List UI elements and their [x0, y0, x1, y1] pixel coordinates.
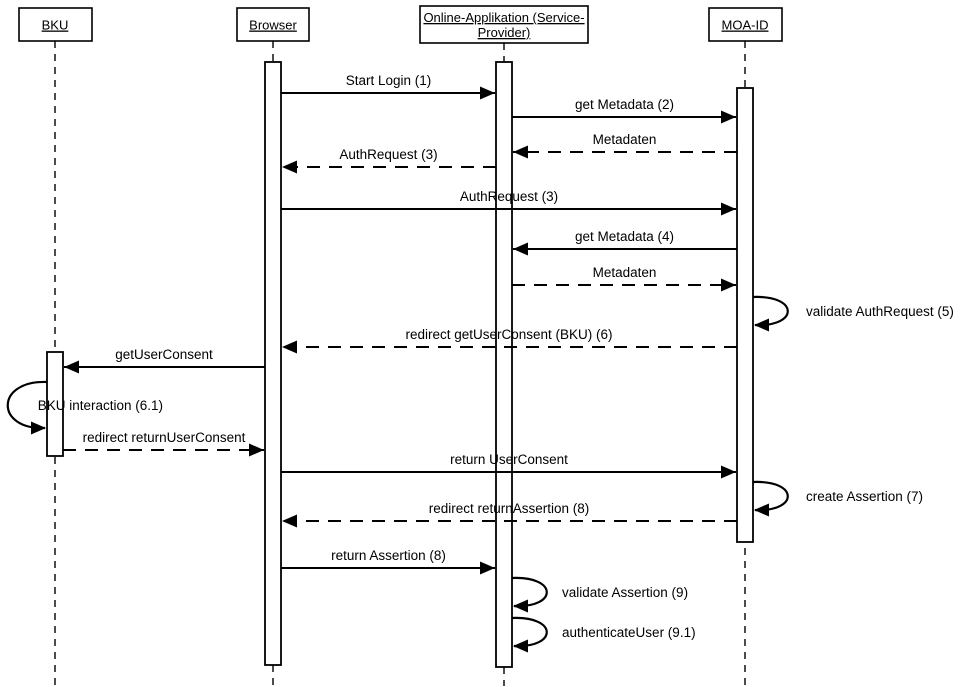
arrowhead-icon [480, 86, 495, 100]
message-m5[interactable]: AuthRequest (3) [281, 189, 736, 216]
lifeline-label-oa: Provider) [478, 25, 531, 40]
message-label: redirect returnAssertion (8) [429, 501, 590, 516]
message-label: AuthRequest (3) [339, 147, 437, 162]
activation-bar-oa[interactable] [495, 61, 513, 668]
self-message-label: create Assertion (7) [806, 489, 923, 504]
activation-bar-moaid[interactable] [736, 87, 754, 543]
message-label: redirect returnUserConsent [83, 430, 246, 445]
arrowhead-icon [513, 639, 528, 653]
message-m13[interactable]: return Assertion (8) [281, 548, 495, 575]
self-message-s5[interactable]: authenticateUser (9.1) [511, 616, 696, 653]
message-label: Metadaten [593, 265, 657, 280]
arrowhead-icon [249, 443, 264, 457]
message-m9[interactable]: getUserConsent [64, 347, 265, 374]
lifeline-header-moaid[interactable]: MOA-ID [708, 7, 783, 42]
self-message-loop [752, 480, 789, 512]
activation-bar-bku[interactable] [46, 351, 64, 457]
arrowhead-icon [721, 202, 736, 216]
message-m7[interactable]: Metadaten [512, 265, 736, 292]
lifeline-label-bku: BKU [42, 18, 69, 33]
message-label: return Assertion (8) [331, 548, 446, 563]
message-label: Start Login (1) [346, 73, 432, 88]
message-m12[interactable]: redirect returnAssertion (8) [282, 501, 737, 528]
arrowhead-icon [31, 421, 46, 435]
self-message-s4[interactable]: validate Assertion (9) [511, 576, 688, 613]
lifeline-header-oa[interactable]: Online-Applikation (Service-Provider) [419, 5, 589, 44]
message-m10[interactable]: redirect returnUserConsent [63, 430, 264, 457]
arrowhead-icon [721, 110, 736, 124]
arrowhead-icon [513, 599, 528, 613]
message-label: redirect getUserConsent (BKU) (6) [405, 327, 612, 342]
lifeline-header-bku[interactable]: BKU [18, 7, 93, 42]
arrowhead-icon [754, 318, 769, 332]
arrowhead-icon [64, 360, 79, 374]
lifeline-label-oa: Online-Applikation (Service- [423, 10, 584, 25]
arrowhead-icon [513, 145, 528, 159]
self-message-label: authenticateUser (9.1) [562, 625, 696, 640]
message-m3[interactable]: Metadaten [513, 132, 737, 159]
lifeline-label-moaid: MOA-ID [722, 18, 769, 33]
self-message-label: BKU interaction (6.1) [38, 398, 163, 413]
message-label: Metadaten [593, 132, 657, 147]
arrowhead-icon [754, 503, 769, 517]
arrowhead-icon [721, 278, 736, 292]
arrowhead-icon [721, 465, 736, 479]
message-m8[interactable]: redirect getUserConsent (BKU) (6) [282, 327, 737, 354]
arrowhead-icon [282, 160, 297, 174]
self-message-s1[interactable]: validate AuthRequest (5) [752, 295, 954, 332]
activations-layer [46, 61, 754, 668]
message-label: getUserConsent [115, 347, 213, 362]
self-message-label: validate AuthRequest (5) [806, 304, 954, 319]
self-message-loop [6, 380, 48, 430]
self-message-loop [511, 616, 548, 648]
message-label: get Metadata (2) [575, 97, 674, 112]
messages-layer: Start Login (1) get Metadata (2) Metadaten… [63, 73, 737, 575]
message-label: AuthRequest (3) [460, 189, 558, 204]
self-message-s3[interactable]: create Assertion (7) [752, 480, 923, 517]
self-message-loop [752, 295, 789, 327]
message-m6[interactable]: get Metadata (4) [513, 229, 737, 256]
self-message-s2[interactable]: BKU interaction (6.1) [6, 380, 163, 435]
arrowhead-icon [513, 242, 528, 256]
self-message-label: validate Assertion (9) [562, 585, 688, 600]
message-m11[interactable]: return UserConsent [281, 452, 736, 479]
message-label: return UserConsent [450, 452, 568, 467]
arrowhead-icon [282, 340, 297, 354]
arrowhead-icon [480, 561, 495, 575]
activation-bar-browser[interactable] [264, 61, 282, 666]
lifeline-header-browser[interactable]: Browser [236, 7, 310, 42]
lifeline-boxes-layer: BKU Browser Online-Applikation (Service-Pr… [18, 5, 783, 44]
message-label: get Metadata (4) [575, 229, 674, 244]
self-messages-layer: validate AuthRequest (5) BKU interaction … [6, 295, 954, 653]
message-m4[interactable]: AuthRequest (3) [282, 147, 496, 174]
arrowhead-icon [282, 514, 297, 528]
lifeline-label-browser: Browser [249, 18, 297, 33]
message-m2[interactable]: get Metadata (2) [512, 97, 736, 124]
message-m1[interactable]: Start Login (1) [281, 73, 495, 100]
self-message-loop [511, 576, 548, 608]
